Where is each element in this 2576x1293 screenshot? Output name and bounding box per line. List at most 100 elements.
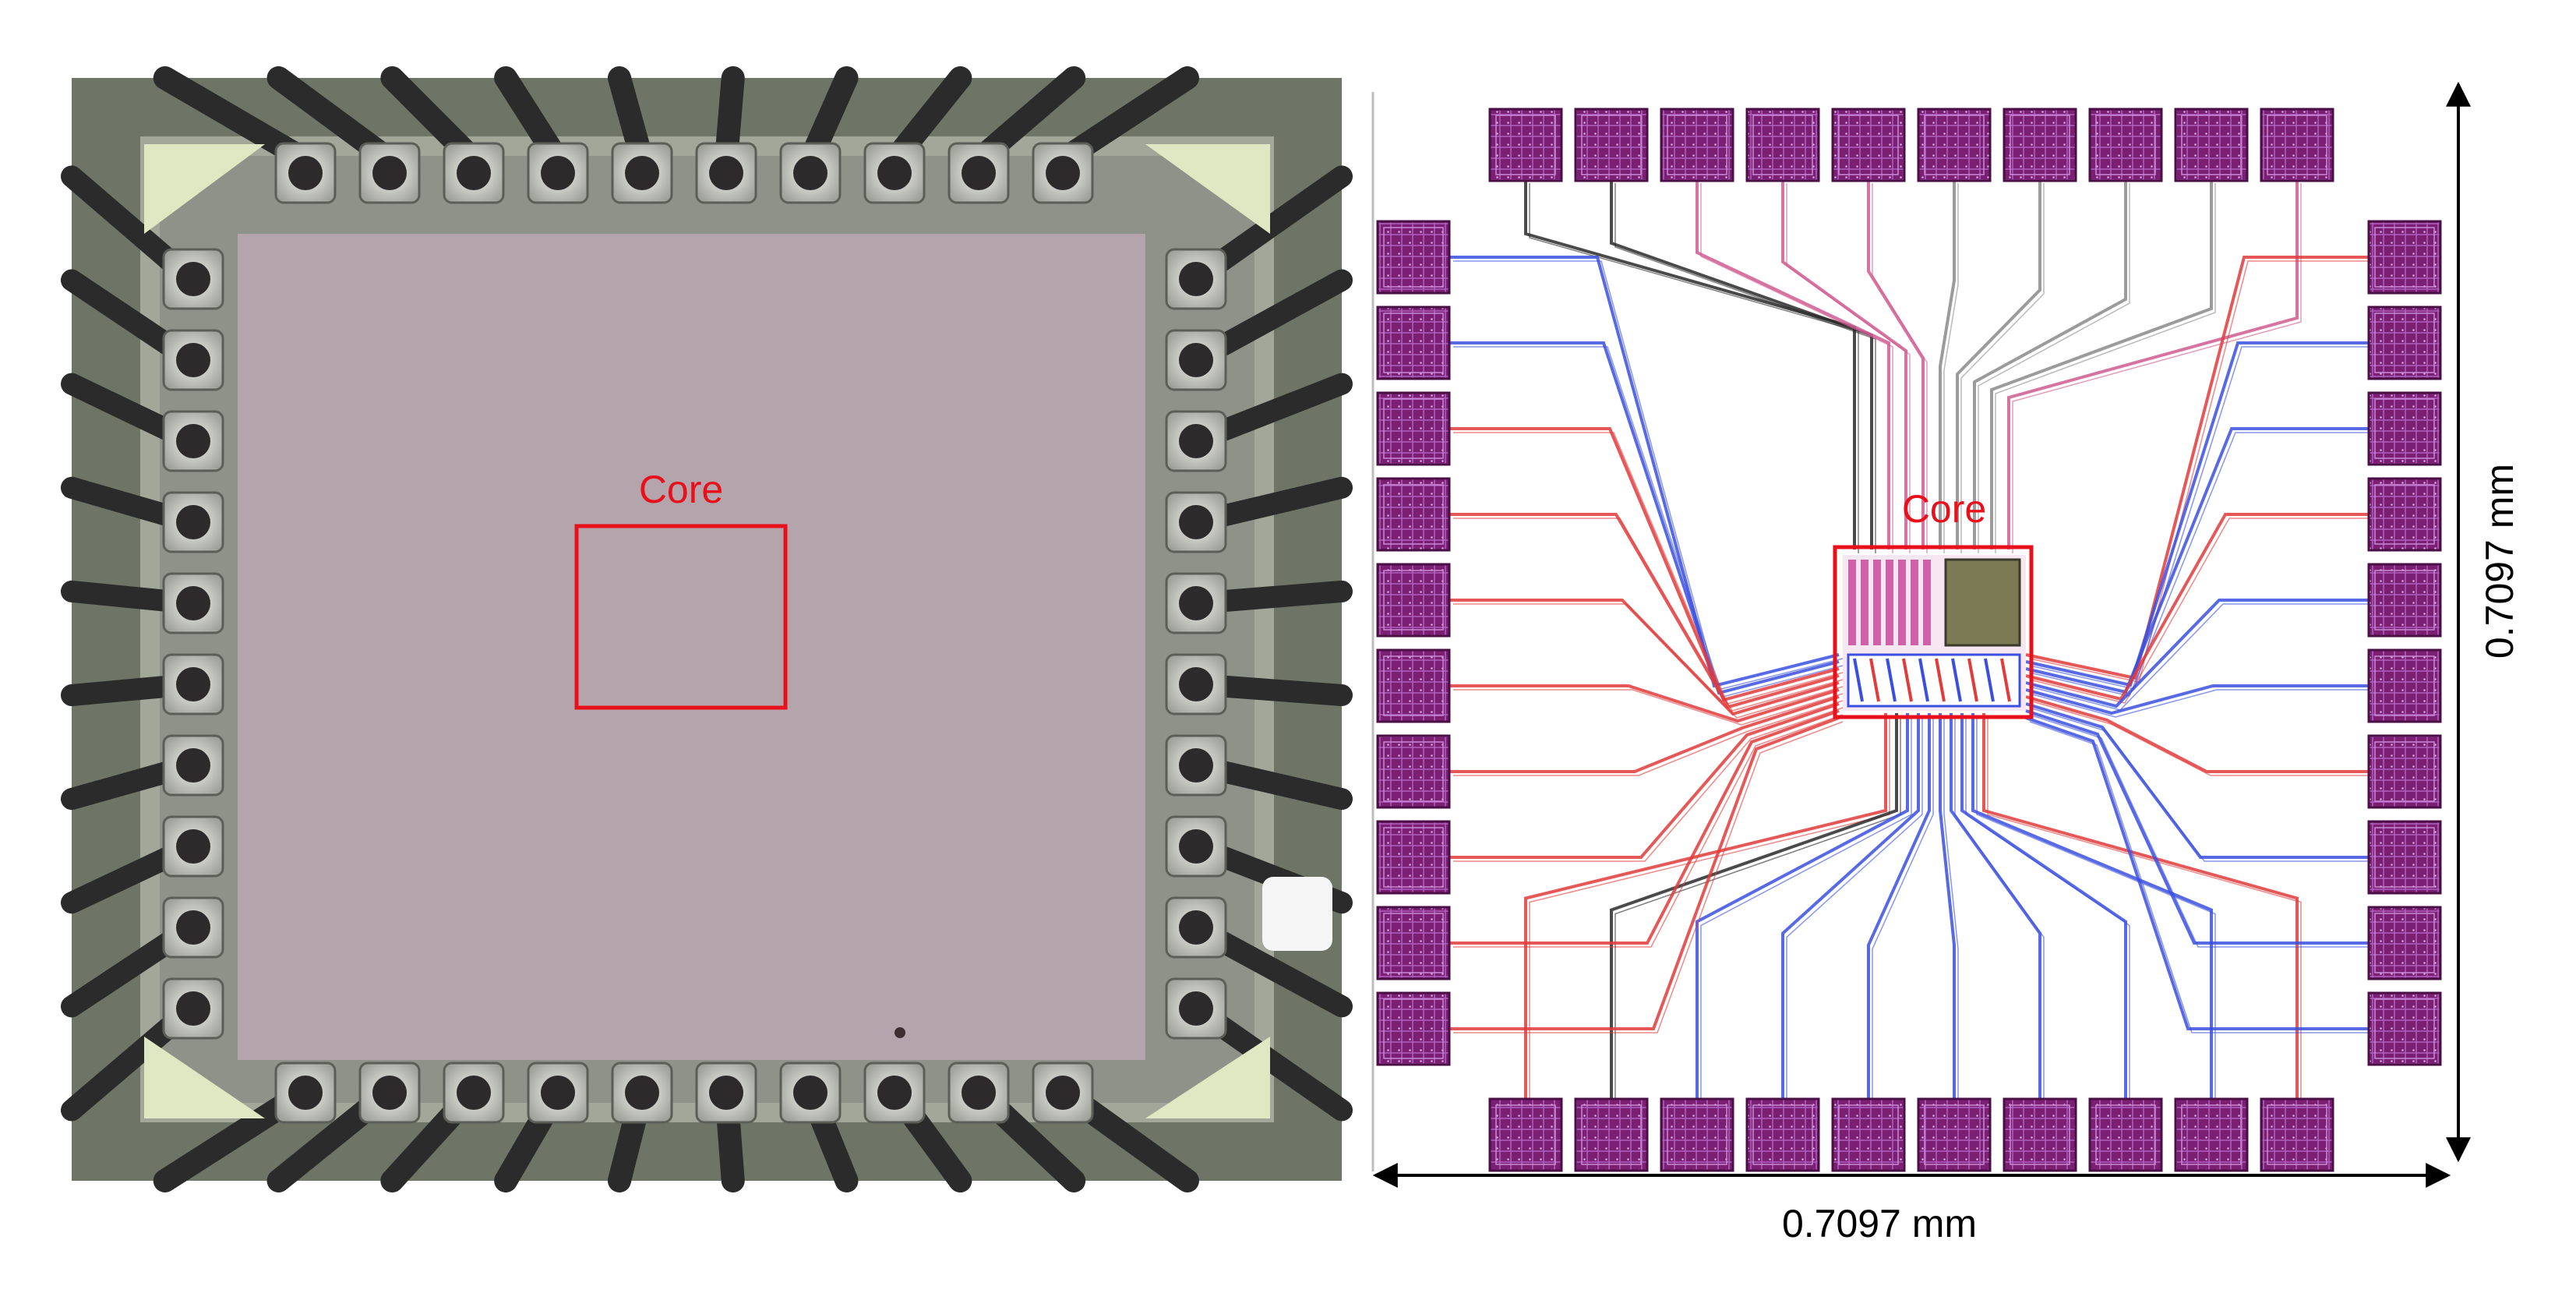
trace-left [1449, 709, 1840, 945]
trace-right [2025, 341, 2369, 687]
routing-traces [1449, 179, 2373, 1103]
photo-glare [1262, 877, 1332, 951]
trace-bottom [1939, 713, 1956, 1099]
bond-pad-top-ball [625, 156, 659, 190]
trace-top [2007, 179, 2299, 549]
trace-top [1939, 179, 1956, 549]
trace-right [2025, 684, 2369, 715]
io-pad-top [2174, 108, 2249, 182]
core-transistor-strip [1898, 560, 1906, 645]
io-pad-left-inner [1383, 227, 1444, 288]
core-wire [1951, 658, 1962, 702]
io-pad-bottom [1574, 1097, 1649, 1172]
io-pad-left [1376, 391, 1451, 466]
trace-bottom [1610, 713, 1898, 1099]
core-wire [1853, 658, 1864, 702]
core-transistor-strip [1923, 560, 1931, 645]
io-pad-left-inner [1383, 313, 1444, 373]
io-pad-left-inner [1383, 570, 1444, 631]
corner-mark-tl [144, 144, 265, 234]
bond-pad-bottom-ball [372, 1076, 407, 1110]
bond-pad-bottom-ball [1046, 1076, 1080, 1110]
trace-top-double [1786, 183, 1911, 553]
layout-core-label: Core [1902, 487, 1986, 531]
corner-mark-br [1145, 1037, 1270, 1118]
trace-left-double [1453, 714, 1844, 948]
bond-pad-left-ball [176, 505, 210, 539]
bond-pad-left-ball [176, 343, 210, 377]
trace-top-double [1960, 183, 2045, 553]
bond-pads [162, 142, 1332, 1124]
bond-pad-right-ball [1179, 829, 1213, 864]
trace-top [1781, 179, 1907, 549]
io-pad-bottom [2174, 1097, 2249, 1172]
core-transistor-strip [1861, 560, 1868, 645]
die-defect-dot [895, 1027, 905, 1038]
io-pad-left [1376, 220, 1451, 295]
trace-left-double [1453, 518, 1844, 712]
io-pad-right [2367, 734, 2442, 809]
trace-left [1449, 427, 1840, 702]
io-pad-right [2367, 820, 2442, 895]
io-pad-top [1660, 108, 1734, 182]
io-pad-top-inner [2267, 115, 2327, 175]
core-transistor-strip [1848, 560, 1856, 645]
trace-left-double [1453, 721, 1844, 1033]
trace-bottom-double [1987, 717, 2302, 1103]
bond-pad-top-ball [457, 156, 491, 190]
trace-bottom-double [1529, 717, 1890, 1103]
trace-right [2025, 702, 2369, 859]
bond-pad-right-ball [1179, 991, 1213, 1026]
io-pad-right [2367, 220, 2442, 295]
io-pad-bottom [1917, 1097, 1992, 1172]
core-wire [2000, 658, 2011, 702]
trace-left [1449, 695, 1840, 773]
io-pad-right [2367, 306, 2442, 380]
io-pad-top-inner [1752, 115, 1813, 175]
trace-top-double [1529, 183, 1859, 553]
core-transistor-strip [1886, 560, 1893, 645]
die-photo-panel: Core [61, 66, 1353, 1192]
trace-left-double [1453, 432, 1844, 705]
io-pad-right [2367, 477, 2442, 552]
trace-right [2025, 716, 2369, 1030]
trace-bottom-double [1976, 717, 2216, 1103]
layout-core-block [1843, 555, 2026, 711]
trace-top-double [1978, 183, 2130, 553]
trace-left-double [1453, 707, 1844, 862]
trace-left [1449, 256, 1840, 688]
trace-top [1610, 179, 1873, 549]
trace-right [2025, 695, 2369, 773]
io-pads [1376, 108, 2442, 1172]
trace-left-double [1453, 603, 1844, 719]
width-dimension-label: 0.7097 mm [1782, 1202, 1977, 1245]
height-dimension-label: 0.7097 mm [2478, 464, 2521, 659]
io-pad-left [1376, 820, 1451, 895]
bond-pad-bottom-ball [709, 1076, 743, 1110]
io-pad-left [1376, 306, 1451, 380]
layout-core-box [1833, 545, 2034, 719]
io-pad-left [1376, 734, 1451, 809]
core-wire [1967, 658, 1978, 702]
trace-top [1696, 179, 1890, 549]
io-pad-right-inner [2374, 998, 2435, 1059]
bond-pad-bottom-ball [962, 1076, 996, 1110]
trace-left-double [1453, 260, 1844, 691]
bond-pad-top-ball [709, 156, 743, 190]
trace-bottom [1781, 713, 1920, 1099]
io-pad-right [2367, 391, 2442, 466]
trace-bottom-double [1954, 717, 2045, 1103]
trace-top [1990, 179, 2213, 549]
trace-top-double [2012, 183, 2302, 553]
io-pad-right-inner [2374, 913, 2435, 973]
io-pad-left-inner [1383, 655, 1444, 716]
bond-pad-left-ball [176, 262, 210, 296]
trace-right-double [2029, 260, 2373, 683]
trace-left [1449, 716, 1840, 1030]
io-pad-top [1745, 108, 1820, 182]
bond-pad-bottom-ball [288, 1076, 323, 1110]
io-pad-bottom [1831, 1097, 1906, 1172]
io-pad-left [1376, 563, 1451, 638]
bond-pad-right-ball [1179, 505, 1213, 539]
trace-top [1973, 179, 2127, 549]
